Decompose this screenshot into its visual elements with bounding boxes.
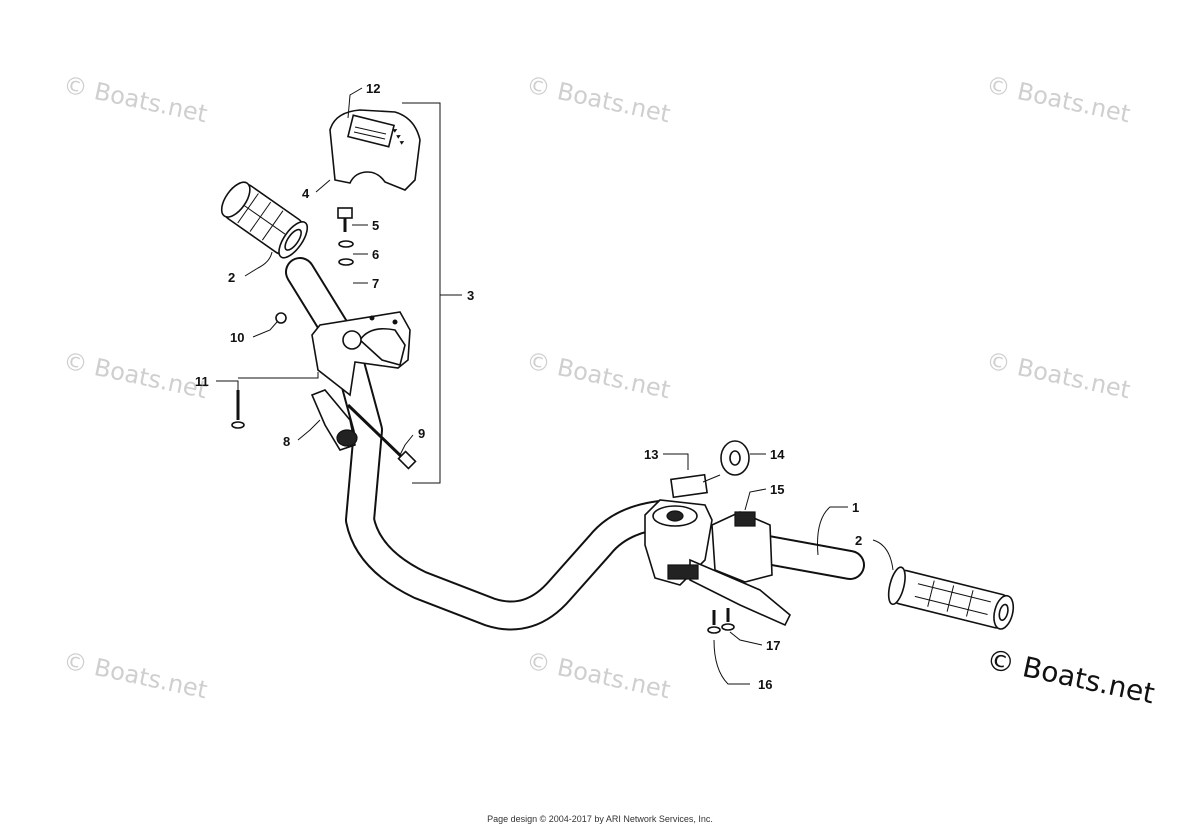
callout-15: 15 bbox=[770, 482, 784, 497]
callouts: 1 2 2 3 4 5 6 7 8 9 10 11 12 13 14 15 16… bbox=[195, 81, 862, 692]
right-grip bbox=[887, 566, 1015, 630]
watermark: © Boats.net bbox=[61, 346, 210, 404]
screw-9 bbox=[346, 403, 417, 470]
washer-14 bbox=[720, 440, 750, 476]
screw-17 bbox=[721, 608, 735, 631]
switch-housing bbox=[711, 511, 773, 583]
callout-2-right: 2 bbox=[855, 533, 862, 548]
callout-14: 14 bbox=[770, 447, 785, 462]
callout-6: 6 bbox=[372, 247, 379, 262]
callout-8: 8 bbox=[283, 434, 290, 449]
callout-3: 3 bbox=[467, 288, 474, 303]
washer-7 bbox=[338, 258, 354, 266]
watermark: © Boats.net bbox=[984, 70, 1133, 128]
callout-10: 10 bbox=[230, 330, 244, 345]
callout-11: 11 bbox=[195, 374, 209, 389]
callout-9: 9 bbox=[418, 426, 425, 441]
callout-2-left: 2 bbox=[228, 270, 235, 285]
page-footer: Page design © 2004-2017 by ARI Network S… bbox=[487, 814, 713, 824]
callout-7: 7 bbox=[372, 276, 379, 291]
left-grip bbox=[220, 181, 309, 259]
decal-13 bbox=[670, 473, 708, 499]
screw-11 bbox=[231, 390, 245, 429]
brake-master-cylinder bbox=[644, 473, 791, 627]
watermark: © Boats.net bbox=[524, 70, 673, 128]
leader-lines bbox=[216, 87, 894, 685]
screw-5 bbox=[337, 207, 353, 232]
watermark-dark: © Boats.net bbox=[984, 643, 1158, 711]
callout-5: 5 bbox=[372, 218, 379, 233]
watermark: © Boats.net bbox=[524, 646, 673, 704]
watermark: © Boats.net bbox=[524, 346, 673, 404]
callout-12: 12 bbox=[366, 81, 380, 96]
washer-6 bbox=[338, 240, 354, 248]
callout-16: 16 bbox=[758, 677, 772, 692]
callout-1: 1 bbox=[852, 500, 859, 515]
watermark: © Boats.net bbox=[61, 646, 210, 704]
callout-17: 17 bbox=[766, 638, 780, 653]
watermark: © Boats.net bbox=[61, 70, 210, 128]
watermark: © Boats.net bbox=[984, 346, 1133, 404]
screw-16 bbox=[707, 610, 721, 634]
callout-13: 13 bbox=[644, 447, 658, 462]
nut-10 bbox=[275, 312, 287, 324]
throttle-cover: ▲▲▲ bbox=[329, 109, 421, 191]
callout-4: 4 bbox=[302, 186, 310, 201]
throttle-housing bbox=[311, 311, 411, 397]
throttle-lever bbox=[310, 389, 358, 451]
